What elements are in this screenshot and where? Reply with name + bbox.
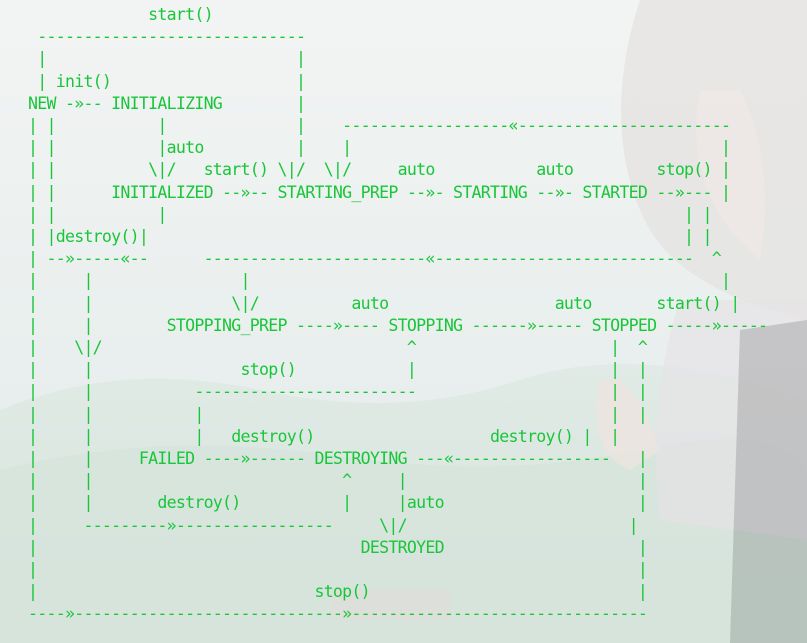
diagram-line: | | | | | bbox=[28, 404, 648, 424]
diagram-line: | ---------»----------------- \|/ | bbox=[28, 515, 639, 535]
diagram-line: | | |auto | | | bbox=[28, 138, 731, 158]
diagram-line: | \|/ ^ | ^ bbox=[28, 338, 648, 358]
diagram-line: | init() | bbox=[28, 71, 306, 91]
state-machine-ascii-diagram: start() ----------------------------- | … bbox=[28, 4, 768, 626]
diagram-line: | | | | | bbox=[28, 204, 713, 224]
diagram-line: ----------------------------- bbox=[28, 27, 306, 47]
diagram-line: NEW -»-- INITIALIZING | bbox=[28, 93, 306, 113]
diagram-line: | | destroy() | |auto | bbox=[28, 493, 648, 513]
diagram-line: | | bbox=[28, 49, 306, 69]
diagram-line: ----»-----------------------------»-----… bbox=[28, 604, 648, 624]
diagram-line: | | \|/ start() \|/ \|/ auto auto stop()… bbox=[28, 160, 731, 180]
diagram-line: | | bbox=[28, 560, 648, 580]
diagram-line: | | FAILED ----»------ DESTROYING ---«--… bbox=[28, 449, 648, 469]
diagram-line: | | STOPPING_PREP ----»---- STOPPING ---… bbox=[28, 315, 768, 335]
diagram-line: | |destroy()| | | bbox=[28, 227, 713, 247]
diagram-line: | | stop() | | | bbox=[28, 360, 648, 380]
diagram-line: | | | | ------------------«-------------… bbox=[28, 116, 731, 136]
diagram-line: | | | | bbox=[28, 271, 731, 291]
diagram-line: start() bbox=[28, 5, 213, 24]
diagram-line: | stop() | bbox=[28, 582, 648, 602]
diagram-line: | | ------------------------ | | bbox=[28, 382, 648, 402]
diagram-line: | | ^ | | bbox=[28, 471, 648, 491]
diagram-line: | | \|/ auto auto start() | bbox=[28, 293, 740, 313]
diagram-line: | | INITIALIZED --»-- STARTING_PREP --»-… bbox=[28, 182, 731, 202]
diagram-line: | | | destroy() destroy() | | bbox=[28, 426, 620, 446]
diagram-line: | --»-----«-- ------------------------«-… bbox=[28, 249, 722, 269]
diagram-line: | DESTROYED | bbox=[28, 537, 648, 557]
